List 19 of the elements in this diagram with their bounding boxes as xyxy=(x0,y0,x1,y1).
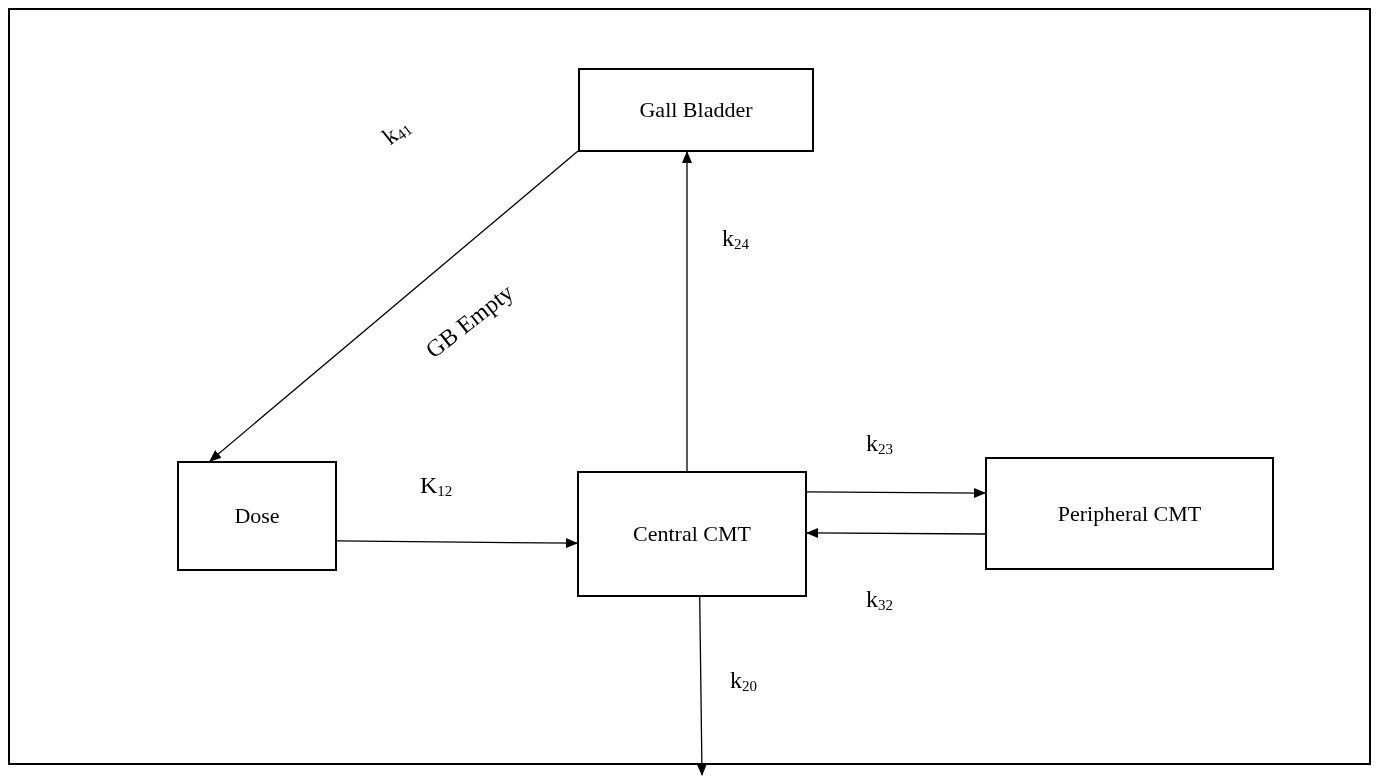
arrow xyxy=(209,150,579,462)
compartment-box xyxy=(577,471,807,597)
compartment-box xyxy=(985,457,1274,570)
compartment-box xyxy=(177,461,337,571)
arrow xyxy=(682,151,692,472)
arrow xyxy=(696,596,707,776)
compartment-label: Dose xyxy=(234,503,280,529)
rate-constant-label: k$_{32}$ xyxy=(866,586,893,614)
arrow xyxy=(806,528,986,538)
compartment-label: Central CMT xyxy=(633,521,751,547)
compartment-label: Peripheral CMT xyxy=(1057,500,1202,527)
compartment-box xyxy=(578,68,814,152)
compartment-label: Gall Bladder xyxy=(639,97,753,123)
rate-constant-label: K$_{12}$ xyxy=(420,472,453,500)
rate-constant-label: k$_{24}$ xyxy=(722,225,749,253)
rate-constant-label: k$_{20}$ xyxy=(730,667,757,695)
arrow xyxy=(336,538,578,549)
rate-constant-label: k$_{23}$ xyxy=(866,430,893,458)
arrow xyxy=(806,488,986,498)
